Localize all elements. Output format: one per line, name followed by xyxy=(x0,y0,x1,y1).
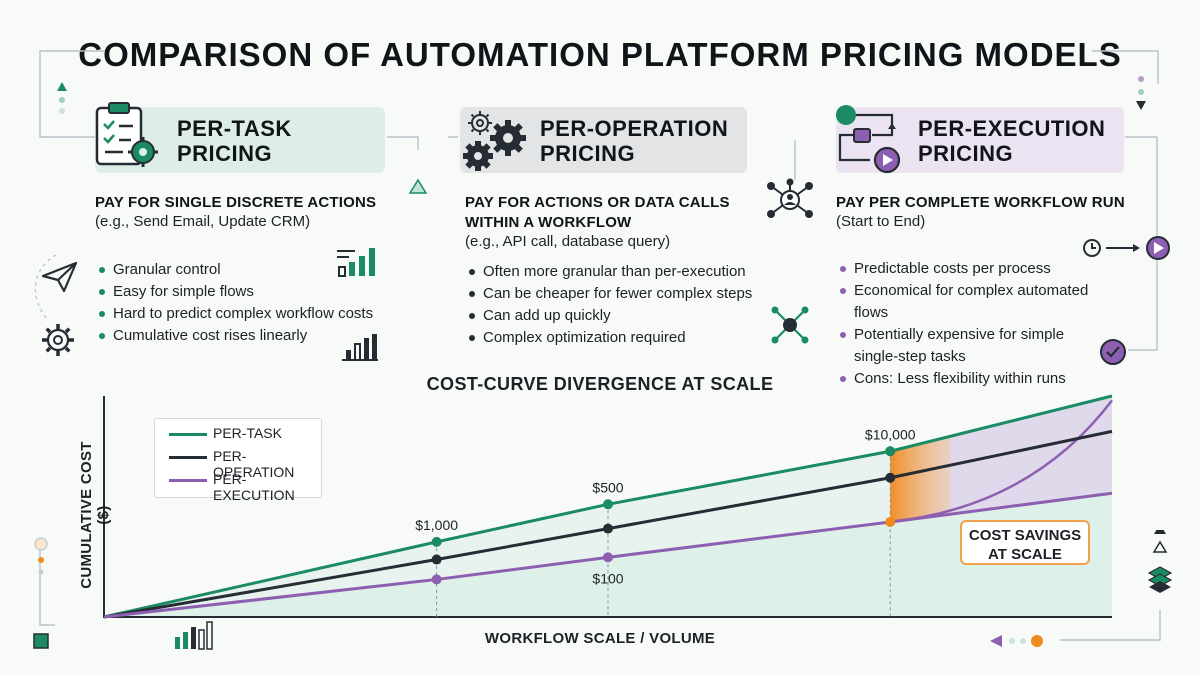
card-per-operation-bullets: Often more granular than per-execution C… xyxy=(467,261,777,349)
data-point xyxy=(431,554,442,565)
bar-chart-icon xyxy=(342,334,378,361)
data-label: $1,000 xyxy=(415,517,458,533)
area-under-per-execution xyxy=(104,493,1112,617)
data-label: $500 xyxy=(592,479,623,495)
legend-label-per-execution: PER-EXECUTION xyxy=(213,471,295,503)
list-item: Granular control xyxy=(97,259,397,281)
data-point xyxy=(603,552,613,563)
card-per-operation-desc-title: PAY FOR ACTIONS OR DATA CALLS WITHIN A W… xyxy=(465,194,730,231)
data-point xyxy=(603,523,613,534)
card-per-execution-desc-title: PAY PER COMPLETE WORKFLOW RUN xyxy=(836,194,1125,211)
clipboard-gear-icon xyxy=(95,102,158,167)
chart-title: COST-CURVE DIVERGENCE AT SCALE xyxy=(426,374,774,394)
list-item: Economical for complex automated flows xyxy=(838,280,1098,324)
cost-savings-region xyxy=(890,436,951,522)
cost-savings-callout: COST SAVINGS AT SCALE xyxy=(960,520,1090,565)
network-nodes-icon xyxy=(771,306,809,344)
checkmark-icon xyxy=(1100,339,1126,365)
card-per-task-title: PER-TASK PRICING xyxy=(177,116,292,166)
card-per-execution-desc-sub: (Start to End) xyxy=(836,213,926,230)
legend-label-per-task: PER-TASK xyxy=(213,425,282,441)
card-per-operation-desc-sub: (e.g., API call, database query) xyxy=(465,233,671,250)
list-item: Cumulative cost rises linearly xyxy=(97,325,397,347)
data-label: $100 xyxy=(592,570,623,586)
list-item: Can be cheaper for fewer complex steps xyxy=(467,283,777,305)
card-per-execution-title: PER-EXECUTION PRICING xyxy=(918,116,1106,166)
gears-icon xyxy=(463,111,526,171)
list-item: Predictable costs per process xyxy=(838,258,1098,280)
page-title: COMPARISON OF AUTOMATION PLATFORM PRICIN… xyxy=(78,36,1122,73)
data-point xyxy=(885,472,896,483)
list-item: Complex optimization required xyxy=(467,327,777,349)
list-item: Easy for simple flows xyxy=(97,281,397,303)
card-per-task-desc-title: PAY FOR SINGLE DISCRETE ACTIONS xyxy=(95,194,377,211)
card-per-operation-title: PER-OPERATION PRICING xyxy=(540,116,729,166)
data-point xyxy=(885,516,896,527)
workflow-play-icon xyxy=(836,105,901,174)
chart-legend: PER-TASK PER-OPERATION PER-EXECUTION xyxy=(154,418,322,503)
card-per-task-bullets: Granular control Easy for simple flows H… xyxy=(97,259,397,347)
data-point xyxy=(603,499,613,510)
data-point xyxy=(431,536,442,547)
network-user-icon xyxy=(767,178,813,218)
card-per-execution-bullets: Predictable costs per process Economical… xyxy=(838,258,1098,390)
bottom-decorations xyxy=(33,530,1173,650)
data-point xyxy=(431,574,442,585)
data-point xyxy=(885,446,896,457)
list-item: Often more granular than per-execution xyxy=(467,261,777,283)
legend-swatch-per-execution xyxy=(169,479,207,482)
legend-label-per-operation: PER-OPERATION xyxy=(213,448,295,480)
list-item: Cons: Less flexibility within runs xyxy=(838,368,1098,390)
clock-to-play-icon xyxy=(1083,236,1170,260)
list-item: Hard to predict complex workflow costs xyxy=(97,303,397,325)
paper-plane-icon xyxy=(41,261,78,293)
list-item: Can add up quickly xyxy=(467,305,777,327)
gear-icon xyxy=(42,324,74,356)
legend-swatch-per-task xyxy=(169,433,207,436)
x-axis-label: WORKFLOW SCALE / VOLUME xyxy=(484,630,716,647)
card-per-execution-header: PER-EXECUTION PRICING xyxy=(836,107,1124,173)
bar-growth-icon xyxy=(337,248,375,277)
legend-swatch-per-operation xyxy=(169,456,207,459)
card-per-task-desc-sub: (e.g., Send Email, Update CRM) xyxy=(95,213,311,230)
list-item: Potentially expensive for simple single-… xyxy=(838,324,1098,368)
data-label: $10,000 xyxy=(865,426,916,442)
